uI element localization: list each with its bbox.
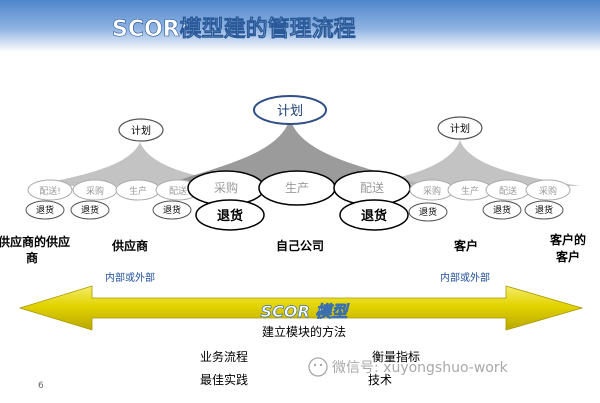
return-label-2: 退货: [81, 204, 99, 216]
process-oval-deliver-1: [27, 179, 73, 201]
internal-external-left: 内部或外部: [105, 271, 155, 284]
process-label-source-4: 采购: [539, 185, 557, 197]
plan-label-right: 计划: [450, 122, 470, 135]
plan-cone-center: [170, 118, 420, 184]
process-label-deliver-3: 配送: [499, 185, 517, 197]
wechat-icon-eye-1: [313, 363, 317, 367]
process-label-make-1: 生产: [129, 185, 147, 197]
process-label-source-main: 采购: [214, 180, 238, 195]
wechat-icon-eye-2: [319, 363, 323, 367]
return-label-6: 退货: [535, 204, 553, 216]
plan-label-left: 计划: [131, 124, 151, 137]
internal-external-right: 内部或外部: [440, 271, 490, 284]
return-label-main-right: 退货: [361, 208, 387, 224]
return-label-5: 退货: [493, 204, 511, 216]
plan-cone-left: [30, 142, 250, 186]
return-label-3: 退货: [163, 204, 181, 216]
plan-oval-center: [253, 95, 327, 125]
watermark: 微信号: xuyongshuo-work: [308, 357, 509, 377]
return-label-main-left: 退货: [217, 208, 243, 224]
bottom-item-metrics: 衡量指标: [372, 349, 420, 364]
bottom-item-business-process: 业务流程: [200, 349, 248, 364]
process-label-source-1: 采购: [86, 185, 104, 197]
page-number: 6: [38, 381, 44, 391]
scor-model-label: SCOR 模型: [261, 302, 351, 321]
wechat-icon: [308, 357, 328, 377]
entity-company: 自己公司: [276, 238, 324, 253]
return-oval-main-left: [195, 199, 265, 231]
return-oval-4: [408, 202, 448, 222]
return-oval-1: [25, 200, 65, 220]
plan-cone-right: [360, 140, 580, 186]
plan-oval-left: [118, 118, 164, 142]
entity-customer: 客户: [453, 238, 478, 253]
process-oval-source-4: [525, 179, 571, 201]
bottom-item-technology: 技术: [368, 373, 392, 387]
title-bar: [0, 0, 600, 52]
entity-supplier-supplier-line1: 供应商的供应: [0, 234, 70, 249]
return-oval-main-right: [339, 199, 409, 231]
process-label-deliver-main: 配送: [360, 180, 384, 195]
entity-customer-customer-line1: 客户的: [549, 232, 586, 247]
return-oval-3: [152, 200, 192, 220]
return-oval-6: [524, 200, 564, 220]
return-label-1: 退货: [36, 204, 54, 216]
process-label-source-3: 采购: [423, 185, 441, 197]
plan-label-center: 计划: [277, 104, 303, 119]
return-label-4: 退货: [419, 206, 437, 218]
return-oval-2: [70, 200, 110, 220]
entity-supplier: 供应商: [111, 238, 148, 253]
bottom-item-best-practice: 最佳实践: [200, 372, 248, 387]
process-label-make-main: 生产: [285, 181, 309, 195]
scor-model-subtitle: 建立模块的方法: [262, 324, 346, 339]
entity-supplier-supplier-line2: 商: [26, 250, 38, 265]
entity-customer-customer-line2: 客户: [555, 249, 580, 264]
scor-double-arrow: [18, 285, 584, 331]
process-label-deliver-1: 配送!: [39, 185, 61, 197]
watermark-text: 微信号: xuyongshuo-work: [332, 360, 509, 376]
page-title: SCOR模型建的管理流程: [112, 16, 356, 42]
return-oval-5: [482, 200, 522, 220]
process-label-make-3: 生产: [461, 185, 479, 197]
plan-oval-right: [437, 116, 483, 140]
process-label-deliver-2: 配送: [169, 185, 187, 197]
